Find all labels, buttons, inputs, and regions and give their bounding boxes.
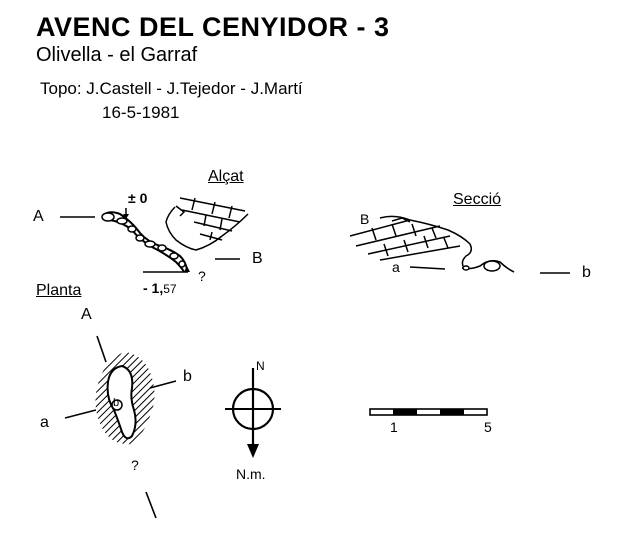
- section-pebble: [462, 265, 470, 271]
- plan-line-a: [64, 409, 97, 419]
- elevation-boulders: [101, 212, 186, 268]
- plan-heading: Planta: [36, 282, 82, 299]
- location-subtitle: Olivella - el Garraf: [36, 44, 198, 66]
- section-point-a: a: [392, 259, 400, 275]
- scale-bar-segment-1: [393, 409, 417, 415]
- section-heading: Secció: [453, 191, 502, 208]
- datum-zero-marker: [123, 214, 129, 219]
- section-point-b: b: [582, 264, 591, 281]
- plan-point-b: b: [183, 368, 192, 385]
- plan-view: [64, 335, 177, 519]
- datum-bottom-marker: [184, 266, 190, 272]
- cross-section: [349, 215, 570, 274]
- section-point-b-upper: B: [360, 211, 370, 227]
- datum-zero-label: ± 0: [128, 190, 148, 206]
- plan-shaft: [111, 399, 123, 411]
- scale-start-label: 1: [390, 419, 398, 435]
- plan-point-a-upper: A: [81, 306, 92, 323]
- datum-bottom-label: - 1,57: [143, 280, 177, 296]
- topo-credits: Topo: J.Castell - J.Tejedor - J.Martí: [40, 79, 303, 98]
- scale-bar-segment-2: [440, 409, 464, 415]
- elevation-point-b: B: [252, 250, 263, 267]
- elevation-point-a: A: [33, 208, 44, 225]
- section-boulder: [483, 260, 501, 272]
- elevation-rock-wall: [165, 197, 249, 251]
- survey-date: 16-5-1981: [102, 103, 180, 122]
- elevation-unknown-mark: ?: [198, 268, 206, 284]
- scale-bar: [369, 408, 488, 416]
- north-label: N.m.: [236, 466, 266, 482]
- north-top-mark: N: [256, 359, 265, 373]
- line-a-section: [409, 266, 446, 270]
- north-arrow-head: [247, 444, 259, 458]
- elevation-section: [60, 197, 249, 273]
- section-rock-wall: [349, 215, 473, 269]
- north-arrow: [225, 368, 281, 458]
- plan-point-a: a: [40, 414, 49, 431]
- plan-shaft-label: b: [113, 397, 120, 409]
- plan-line-a-upper: [96, 335, 107, 363]
- survey-title: AVENC DEL CENYIDOR - 3: [36, 12, 390, 42]
- scale-end-label: 5: [484, 419, 492, 435]
- plan-line-lower: [145, 491, 157, 519]
- plan-line-b: [149, 380, 177, 389]
- scale-bar-frame: [369, 408, 488, 416]
- plan-unknown-mark: ?: [131, 457, 139, 473]
- elevation-heading: Alçat: [208, 168, 244, 185]
